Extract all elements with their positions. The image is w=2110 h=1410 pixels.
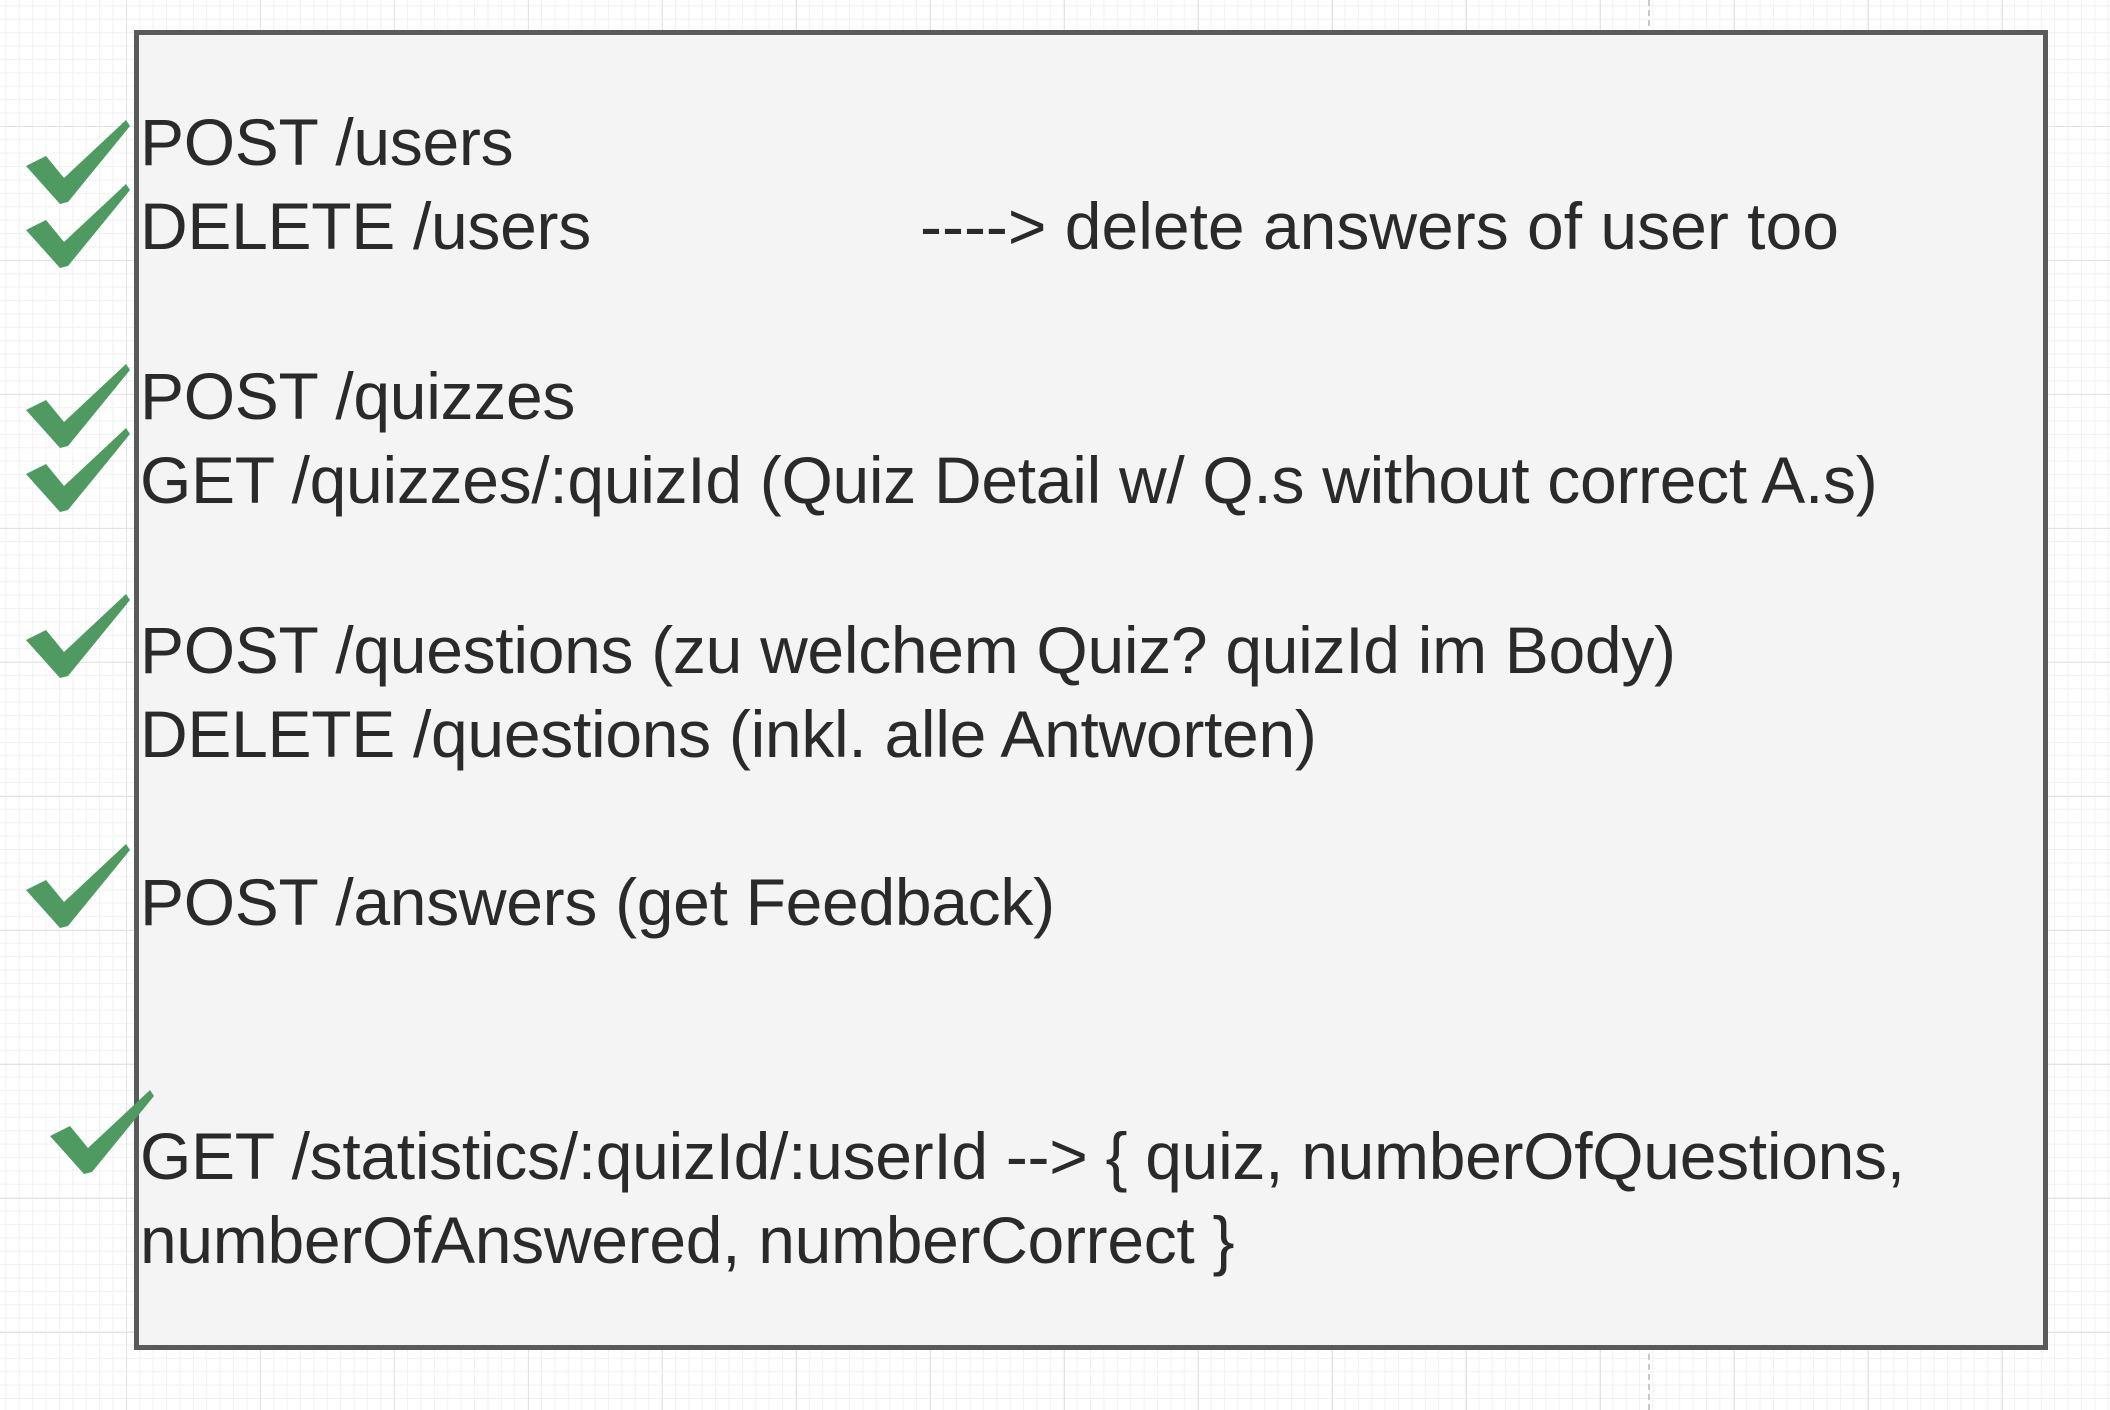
delete-users-annotation: ----> delete answers of user too xyxy=(920,189,1839,263)
checkmark-icon xyxy=(22,116,132,208)
checkmark-icon xyxy=(22,840,132,932)
endpoint-get-statistics: GET /statistics/:quizId/:userId --> { qu… xyxy=(140,1119,1905,1193)
checkmark-icon xyxy=(22,360,132,452)
checkmark-icon xyxy=(22,590,132,682)
endpoint-post-users: POST /users xyxy=(140,105,514,179)
checkmark-icon xyxy=(22,180,132,272)
endpoint-get-quiz-detail: GET /quizzes/:quizId (Quiz Detail w/ Q.s… xyxy=(140,443,1878,517)
endpoint-post-answers: POST /answers (get Feedback) xyxy=(140,865,1055,939)
endpoint-post-questions: POST /questions (zu welchem Quiz? quizId… xyxy=(140,613,1676,687)
endpoint-delete-users: DELETE /users xyxy=(140,189,591,263)
checkmark-icon xyxy=(46,1086,156,1178)
endpoint-get-statistics-continued: numberOfAnswered, numberCorrect } xyxy=(140,1203,1235,1277)
endpoint-post-quizzes: POST /quizzes xyxy=(140,359,576,433)
checkmark-icon xyxy=(22,424,132,516)
endpoint-delete-questions: DELETE /questions (inkl. alle Antworten) xyxy=(140,697,1317,771)
api-endpoints-note[interactable] xyxy=(134,30,2048,1350)
